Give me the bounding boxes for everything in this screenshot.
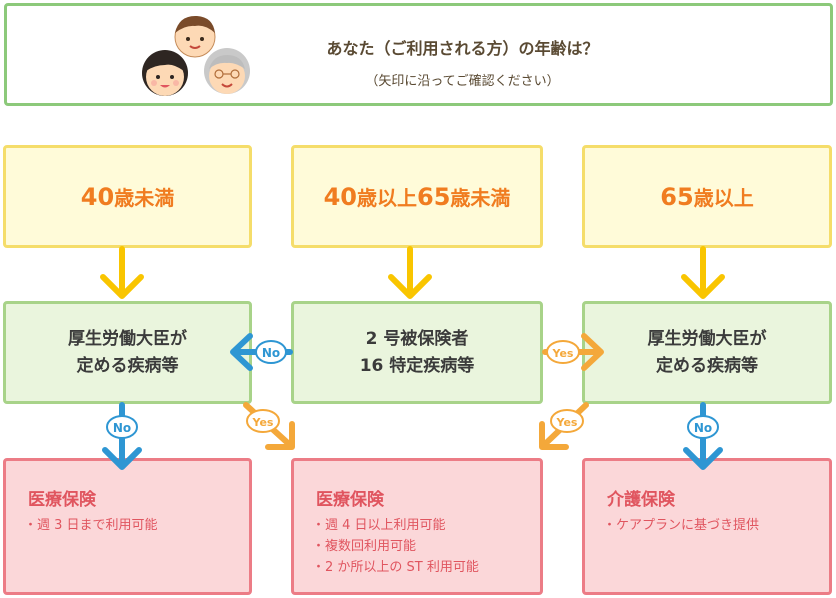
svg-text:No: No — [113, 421, 131, 435]
result-list: 週 4 日以上利用可能 複数回利用可能 2 か所以上の ST 利用可能 — [312, 515, 479, 578]
condition-line: 厚生労働大臣が — [648, 326, 767, 353]
result-list: 週 3 日まで利用可能 — [24, 515, 158, 536]
result-item: 週 3 日まで利用可能 — [24, 515, 158, 536]
condition-line: 定める疾病等 — [77, 353, 179, 380]
condition-line: 2 号被保険者 — [366, 326, 469, 353]
no-badge: No — [107, 416, 137, 438]
condition-line: 厚生労働大臣が — [68, 326, 187, 353]
condition-designated-disease-right: 厚生労働大臣が 定める疾病等 — [582, 301, 832, 404]
age-number: 40 — [324, 183, 357, 211]
yes-badge: Yes — [551, 410, 583, 432]
no-badge: No — [256, 341, 286, 363]
yes-badge: Yes — [547, 341, 579, 363]
svg-text:Yes: Yes — [556, 416, 578, 429]
age-number: 65 — [417, 183, 450, 211]
svg-text:Yes: Yes — [552, 347, 574, 360]
arrow-diagonal-icon — [542, 405, 586, 447]
no-badge: No — [688, 416, 718, 438]
result-item: ケアプランに基づき提供 — [603, 515, 759, 536]
result-medical-insurance-left: 医療保険 週 3 日まで利用可能 — [3, 458, 252, 595]
result-item: 2 か所以上の ST 利用可能 — [312, 557, 479, 578]
result-title: 医療保険 — [316, 485, 384, 510]
svg-text:No: No — [694, 421, 712, 435]
age-number: 65 — [660, 183, 693, 211]
svg-text:No: No — [262, 346, 280, 360]
result-list: ケアプランに基づき提供 — [603, 515, 759, 536]
result-item: 週 4 日以上利用可能 — [312, 515, 479, 536]
age-unit: 歳以上 — [694, 182, 754, 211]
condition-designated-disease-left: 厚生労働大臣が 定める疾病等 — [3, 301, 252, 404]
condition-line: 16 特定疾病等 — [360, 353, 475, 380]
yes-badge: Yes — [247, 410, 279, 432]
question-title: あなた（ご利用される方）の年齢は？ — [7, 35, 830, 59]
age-unit: 歳未満 — [114, 182, 174, 211]
result-title: 介護保険 — [607, 485, 675, 510]
svg-text:Yes: Yes — [252, 416, 274, 429]
result-medical-insurance-center: 医療保険 週 4 日以上利用可能 複数回利用可能 2 か所以上の ST 利用可能 — [291, 458, 543, 595]
result-title: 医療保険 — [28, 485, 96, 510]
arrow-down-icon — [103, 249, 141, 296]
age-unit: 歳未満 — [450, 182, 510, 211]
arrow-down-icon — [391, 249, 429, 296]
arrow-diagonal-icon — [246, 405, 292, 447]
arrow-down-icon — [684, 249, 722, 296]
condition-line: 定める疾病等 — [656, 353, 758, 380]
age-unit: 歳以上 — [357, 182, 417, 211]
result-item: 複数回利用可能 — [312, 536, 479, 557]
condition-specified-disease: 2 号被保険者 16 特定疾病等 — [291, 301, 543, 404]
question-header: あなた（ご利用される方）の年齢は？ （矢印に沿ってご確認ください） — [4, 3, 833, 106]
result-care-insurance: 介護保険 ケアプランに基づき提供 — [582, 458, 832, 595]
age-number: 40 — [81, 183, 114, 211]
question-note: （矢印に沿ってご確認ください） — [7, 70, 830, 89]
